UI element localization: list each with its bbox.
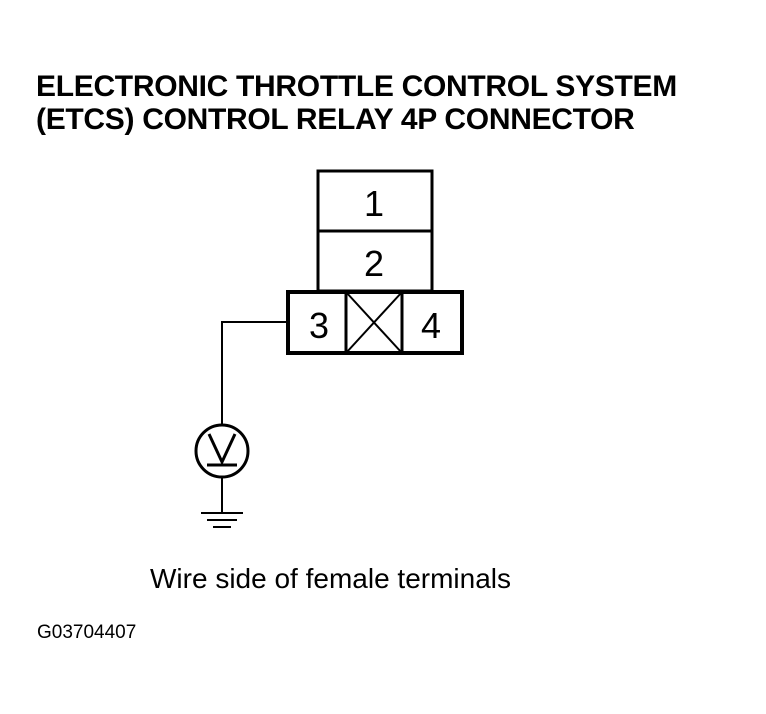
figure-id: G03704407	[37, 622, 137, 643]
probe-wire	[221, 321, 288, 512]
terminal-label-3: 3	[309, 305, 329, 346]
ground-icon	[201, 512, 243, 528]
terminal-labels: 1 2 3 4	[309, 183, 441, 346]
voltmeter-icon	[194, 423, 250, 479]
title-line-1: ELECTRONIC THROTTLE CONTROL SYSTEM	[36, 70, 677, 103]
diagram-caption: Wire side of female terminals	[150, 563, 512, 594]
title-line-2: (ETCS) CONTROL RELAY 4P CONNECTOR	[36, 103, 635, 136]
terminal-label-1: 1	[364, 183, 384, 224]
terminal-label-4: 4	[421, 305, 441, 346]
diagram-title: ELECTRONIC THROTTLE CONTROL SYSTEM (ETCS…	[36, 70, 677, 136]
empty-cavity-x-mark	[345, 291, 403, 354]
terminal-label-2: 2	[364, 243, 384, 284]
